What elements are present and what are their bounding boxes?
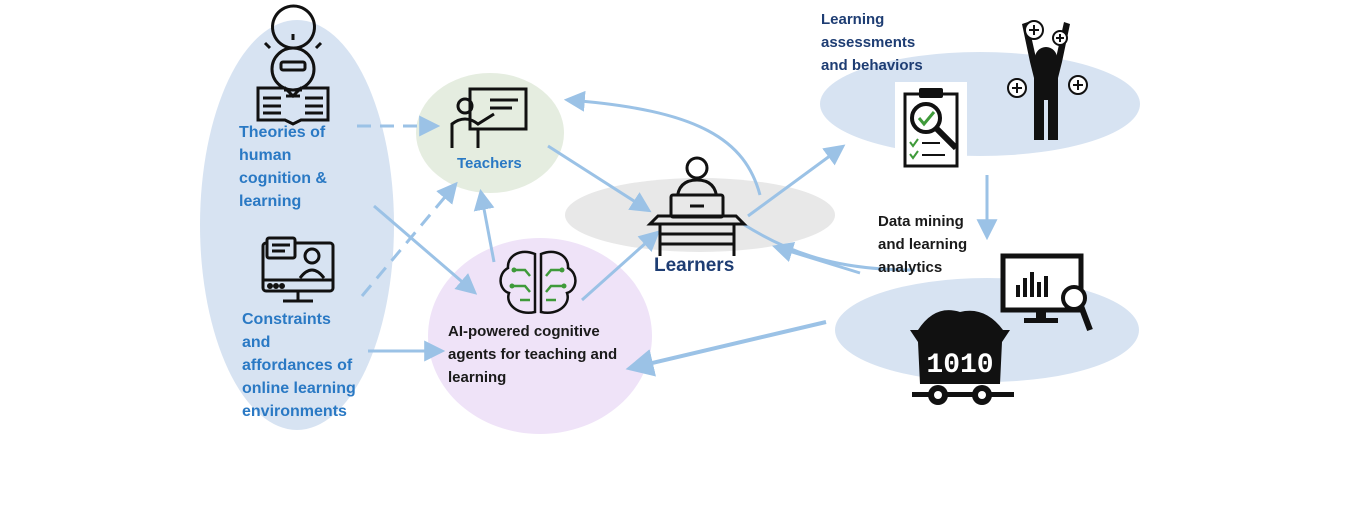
ai-agents-label-line: agents for teaching and bbox=[448, 346, 618, 363]
ai-brain-circuit-icon bbox=[499, 250, 577, 315]
clipboard-magnifier-icon bbox=[895, 82, 967, 172]
arrow-data-to-learners bbox=[771, 241, 861, 275]
arrow-curve-data-to-right bbox=[742, 222, 916, 272]
arrow-curve-to-teachers bbox=[563, 90, 762, 196]
constraints-label-line: Constraints bbox=[242, 311, 331, 328]
constraints-label-line: environments bbox=[242, 403, 347, 420]
arrow-constraints-to-teachers bbox=[360, 181, 458, 297]
book-lightbulb-icon bbox=[256, 4, 330, 126]
constraints-label-line: and bbox=[242, 334, 271, 351]
teacher-board-icon bbox=[450, 87, 528, 148]
theories-label-line: human bbox=[239, 147, 292, 164]
assessments-label-line: Learning bbox=[821, 11, 885, 28]
learners-label: Learners bbox=[654, 255, 735, 276]
assessments-label-line: assessments bbox=[821, 34, 916, 51]
data-mining-label: Data mining and learning analytics bbox=[878, 210, 967, 279]
assessments-label-line: and behaviors bbox=[821, 57, 923, 74]
teachers-ellipse bbox=[416, 73, 564, 193]
theories-label: Theories of human cognition & learning bbox=[239, 121, 327, 213]
arrow-ai-to-teachers bbox=[473, 188, 496, 263]
ai-agents-label: AI-powered cognitive agents for teaching… bbox=[448, 320, 617, 389]
mine-cart-data-icon: 1010 bbox=[910, 310, 1014, 405]
theories-constraints-ellipse bbox=[200, 20, 394, 430]
analytics-monitor-icon bbox=[1000, 253, 1093, 332]
data-mining-label-line: Data mining bbox=[878, 213, 964, 230]
arrow-data-to-ai bbox=[625, 320, 827, 377]
constraints-label-line: online learning bbox=[242, 380, 356, 397]
arrow-theories-to-ai bbox=[373, 204, 478, 295]
theories-label-line: cognition & bbox=[239, 170, 327, 187]
constraints-label: Constraints and affordances of online le… bbox=[242, 308, 356, 423]
theories-label-line: learning bbox=[239, 193, 302, 210]
ai-agents-label-line: AI-powered cognitive bbox=[448, 323, 600, 340]
arrow-ai-to-learners bbox=[581, 230, 661, 302]
data-mining-label-line: and learning bbox=[878, 236, 968, 253]
theories-label-line: Theories of bbox=[239, 124, 326, 141]
assessments-label: Learning assessments and behaviors bbox=[821, 8, 923, 77]
ai-agents-label-line: learning bbox=[448, 369, 507, 386]
mine-cart-text: 1010 bbox=[926, 350, 993, 381]
arrow-learners-to-assessments bbox=[747, 144, 846, 218]
teachers-label: Teachers bbox=[457, 155, 522, 172]
arrow-teachers-to-learners bbox=[547, 144, 652, 213]
learner-laptop-icon bbox=[646, 156, 748, 256]
constraints-label-line: affordances of bbox=[242, 357, 353, 374]
data-mining-label-line: analytics bbox=[878, 259, 943, 276]
person-celebrating-icon bbox=[1007, 20, 1088, 140]
online-chat-monitor-icon bbox=[261, 236, 335, 303]
